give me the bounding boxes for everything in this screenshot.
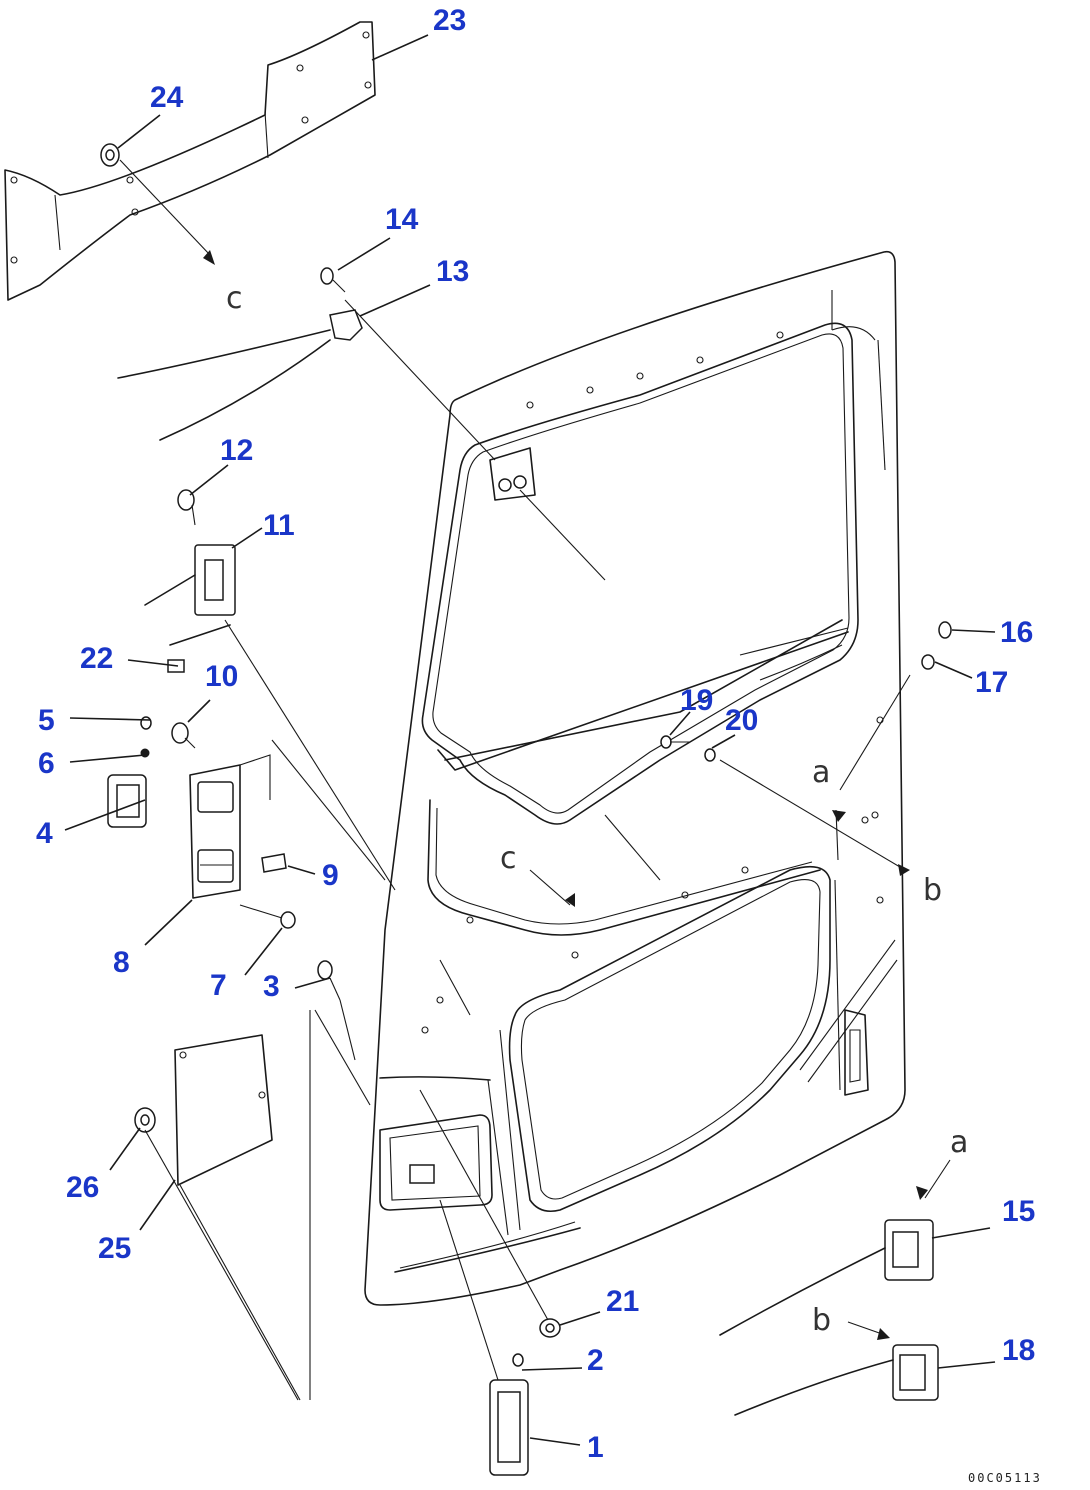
part-handle-1	[489, 1379, 529, 1476]
door-panel	[364, 250, 906, 1306]
part-cover-panel	[4, 21, 376, 301]
callout-7: 7	[210, 969, 227, 1002]
part-mechanism-8	[189, 764, 241, 899]
part-bracket-13	[117, 309, 363, 441]
part-bolt-14	[320, 267, 346, 293]
part-screw-2	[512, 1353, 524, 1367]
callout-8: 8	[113, 946, 130, 979]
part-bolt-7	[239, 904, 296, 929]
ref-letter-b-door: b	[923, 873, 942, 908]
part-clip-26	[134, 1107, 156, 1133]
part-plate-9	[261, 853, 287, 873]
part-washer-20	[704, 748, 716, 762]
part-striker-15	[719, 1219, 934, 1336]
callout-24: 24	[150, 81, 184, 114]
callout-25: 25	[98, 1232, 131, 1265]
callout-26: 26	[66, 1171, 99, 1204]
part-bolt-10	[171, 722, 196, 749]
callout-5: 5	[38, 704, 55, 737]
callout-12: 12	[220, 434, 253, 467]
callout-9: 9	[322, 859, 339, 892]
callout-14: 14	[385, 203, 419, 236]
part-screw-12	[177, 489, 196, 526]
callout-17: 17	[975, 666, 1008, 699]
callout-23: 23	[433, 4, 466, 37]
callout-19: 19	[680, 684, 713, 717]
callout-10: 10	[205, 660, 238, 693]
callout-1: 1	[587, 1431, 604, 1464]
callout-13: 13	[436, 255, 469, 288]
callout-4: 4	[36, 817, 53, 850]
ref-letter-a-door: a	[812, 755, 830, 790]
callout-16: 16	[1000, 616, 1033, 649]
ref-letter-c-top: c	[226, 281, 243, 316]
callout-20: 20	[725, 704, 758, 737]
assembly-guide-lines	[119, 159, 911, 1401]
callout-15: 15	[1002, 1195, 1035, 1228]
callout-numbers: 1 2 3 4 5 6 7 8 9 10 11 12 13 14 15 16 1…	[36, 4, 1035, 1464]
part-screw-5	[140, 716, 152, 730]
part-washer-17	[921, 654, 935, 670]
callout-21: 21	[606, 1285, 639, 1318]
part-cover-25	[174, 1034, 273, 1186]
callout-22: 22	[80, 642, 113, 675]
callout-6: 6	[38, 747, 55, 780]
part-lock-11	[144, 544, 236, 646]
callout-leaders	[64, 34, 996, 1446]
part-striker-18	[734, 1344, 939, 1416]
part-clip-24	[100, 143, 120, 167]
part-bolt-19	[660, 735, 690, 749]
part-bolt-16	[938, 621, 952, 639]
callout-11: 11	[263, 509, 295, 542]
callout-18: 18	[1002, 1334, 1035, 1367]
ref-letter-b-striker: b	[812, 1303, 831, 1338]
ref-letter-c-door: c	[500, 841, 517, 876]
callout-2: 2	[587, 1344, 604, 1377]
drawing-number: 00C05113	[968, 1471, 1042, 1485]
part-nut-21	[539, 1318, 561, 1338]
reference-arrows	[203, 250, 951, 1340]
callout-3: 3	[263, 970, 280, 1003]
ref-letter-a-striker: a	[950, 1125, 968, 1160]
reference-letters: c c a b a b	[226, 281, 968, 1338]
